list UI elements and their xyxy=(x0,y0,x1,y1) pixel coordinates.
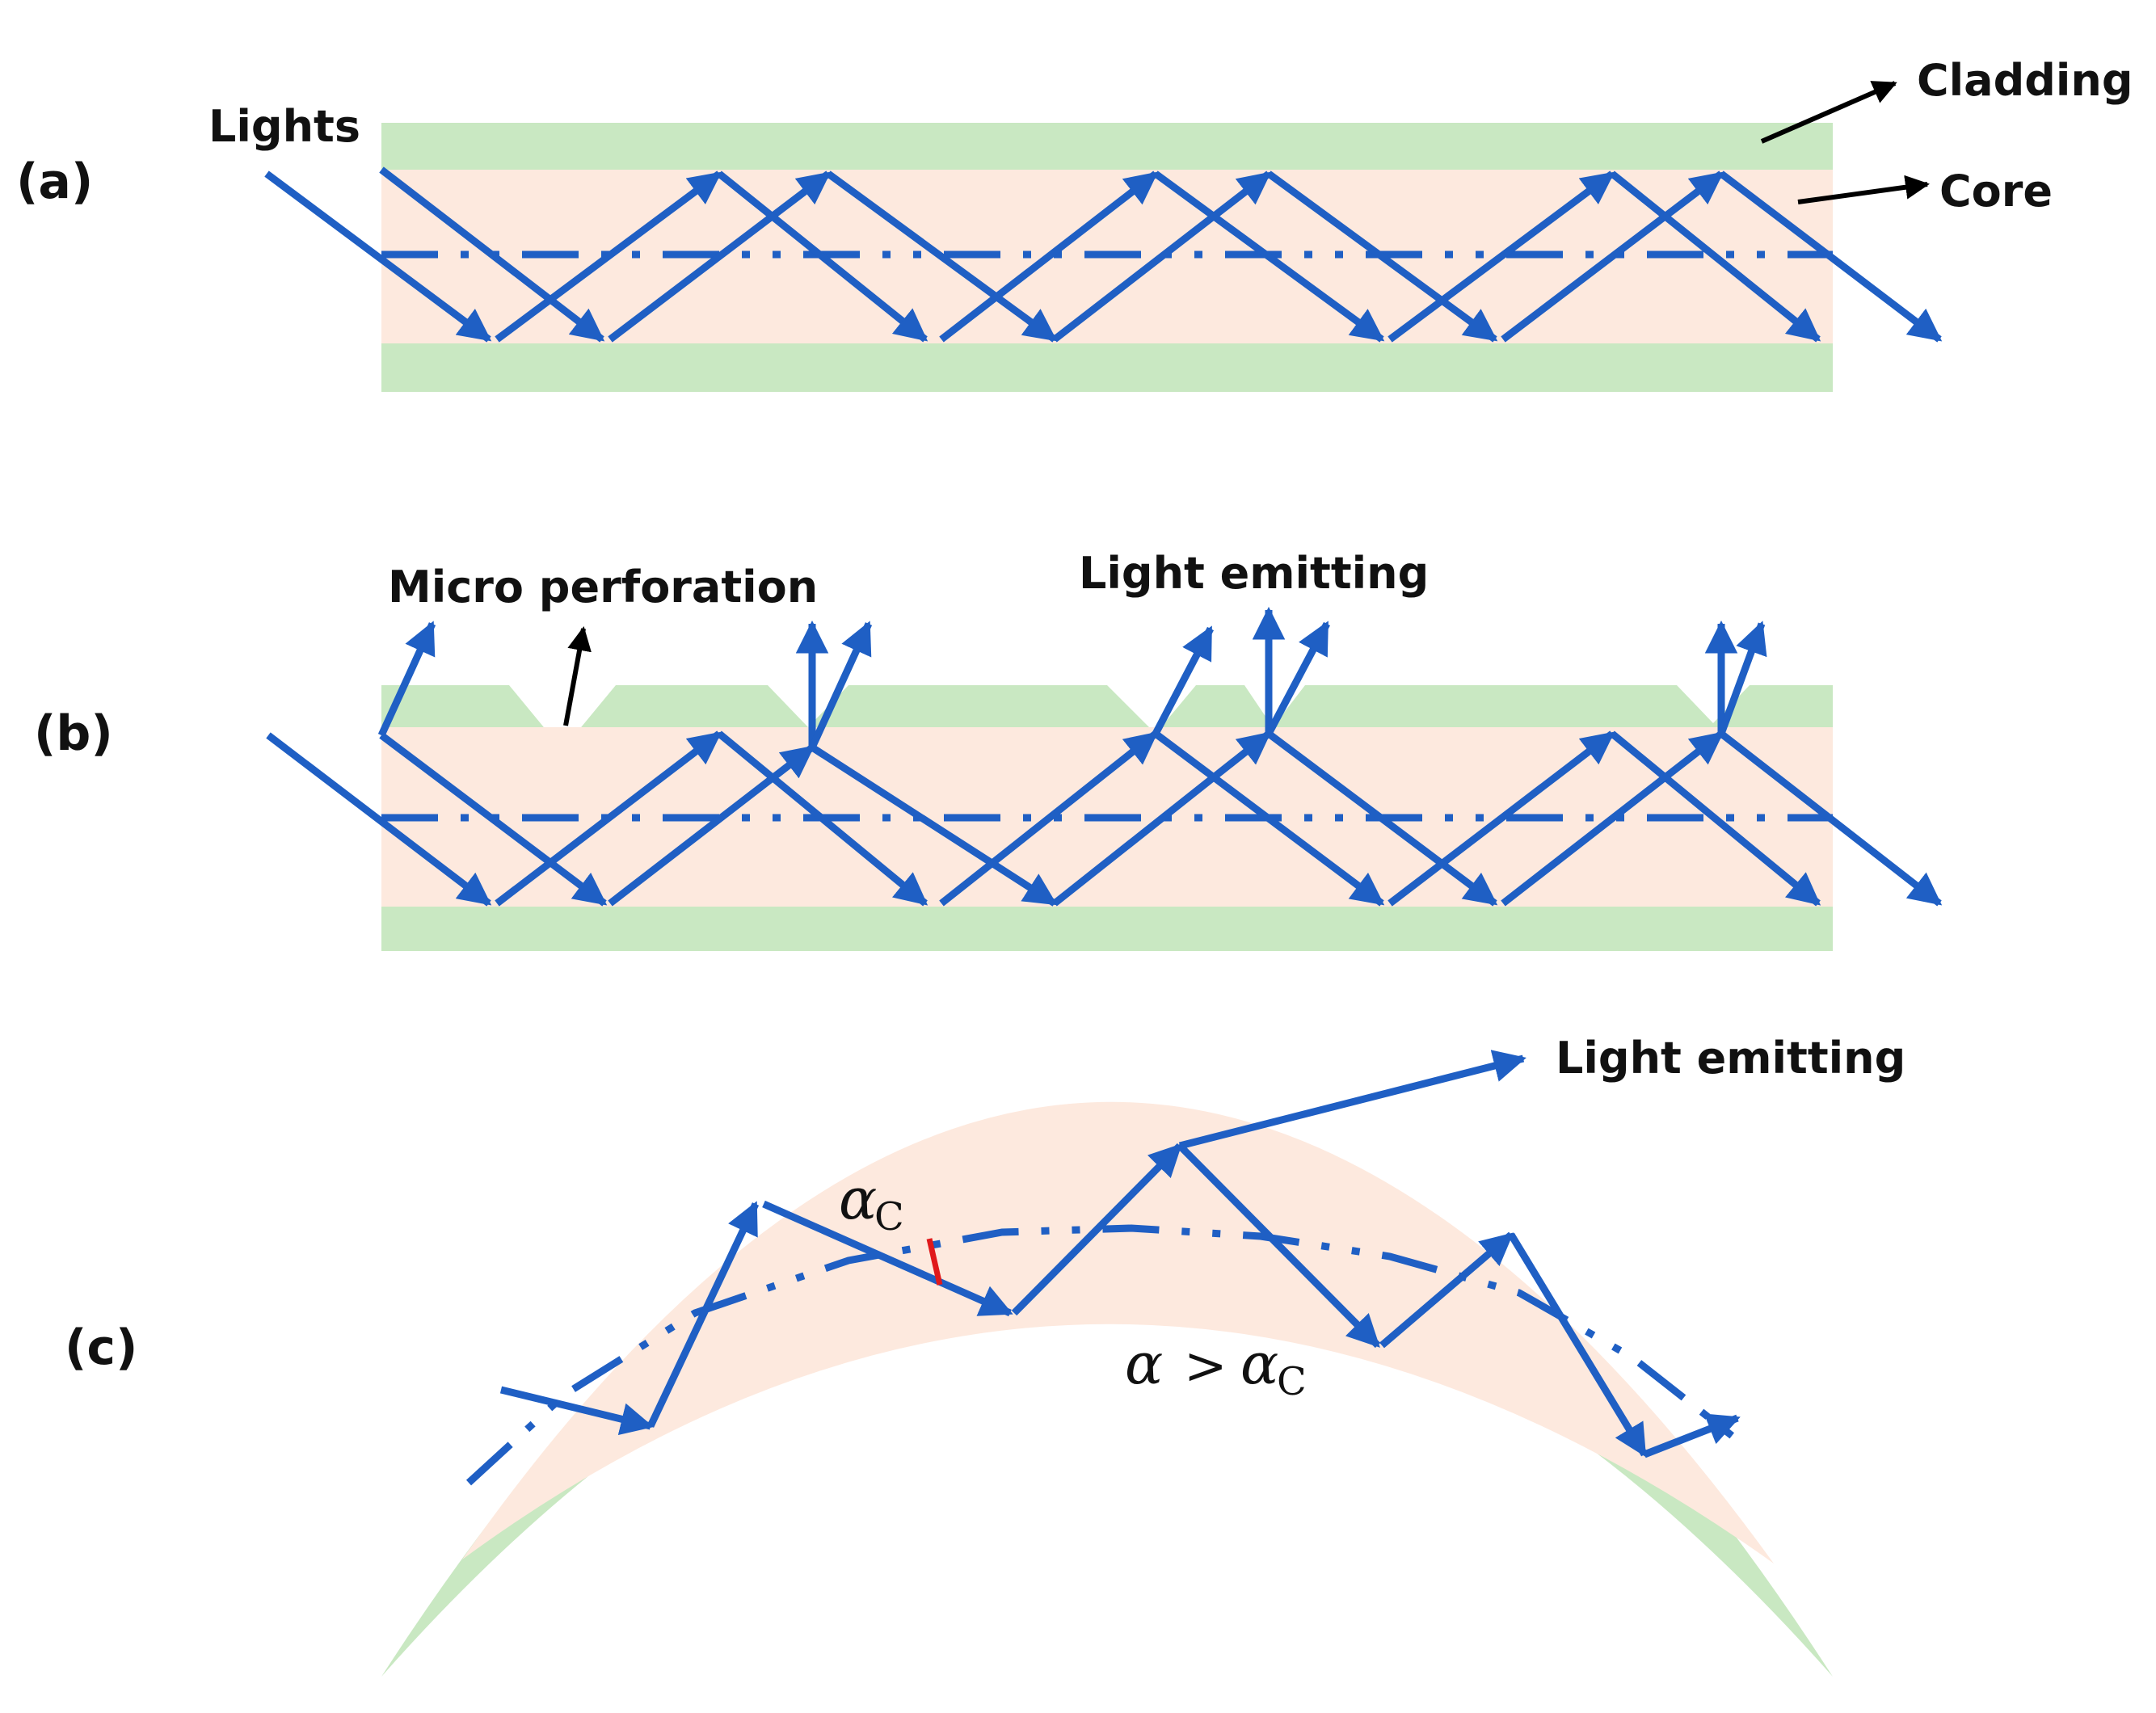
panel-a: (a) Lights Cladding Core xyxy=(16,55,2133,392)
curved-core xyxy=(462,1101,1774,1564)
alpha-c-symbol: α xyxy=(839,1166,877,1232)
alpha-c-subscript: C xyxy=(874,1194,904,1240)
panel-c-label: (c) xyxy=(65,1319,137,1376)
light-rays-a xyxy=(264,166,1943,343)
lights-label: Lights xyxy=(208,101,360,152)
micro-perforation-label: Micro perforation xyxy=(388,562,818,612)
core-label: Core xyxy=(1939,166,2053,217)
cladding-bottom-b xyxy=(381,907,1833,951)
light-rays-c xyxy=(499,1050,1741,1458)
emitted-rays-b xyxy=(377,606,1767,749)
perforated-cladding-top-b xyxy=(381,685,1833,750)
light-emitting-label-c: Light emitting xyxy=(1556,1033,1905,1084)
light-emitting-label-b: Light emitting xyxy=(1079,548,1429,599)
condition-subscript: C xyxy=(1277,1359,1307,1404)
core-pointer-arrow xyxy=(1797,175,1930,204)
cladding-bottom-a xyxy=(381,343,1833,392)
micro-perforation-pointer-arrow xyxy=(563,626,592,726)
panel-b-label: (b) xyxy=(34,705,113,762)
condition-gt: > xyxy=(1184,1336,1227,1396)
panel-b: (b) xyxy=(34,548,1943,951)
panel-a-label: (a) xyxy=(16,154,93,210)
cladding-top-a xyxy=(381,123,1833,170)
panel-c: (c) Light emitting α C α > α C xyxy=(65,1033,1905,1677)
condition-alpha-c: α xyxy=(1240,1331,1278,1397)
cladding-label: Cladding xyxy=(1917,55,2133,106)
light-rays-b xyxy=(266,730,1943,907)
critical-angle-symbol: α C xyxy=(839,1166,904,1240)
angle-condition: α > α C xyxy=(1125,1331,1307,1404)
cladding-pointer-arrow xyxy=(1760,81,1897,144)
condition-alpha: α xyxy=(1125,1331,1163,1397)
critical-angle-mark xyxy=(926,1238,943,1286)
